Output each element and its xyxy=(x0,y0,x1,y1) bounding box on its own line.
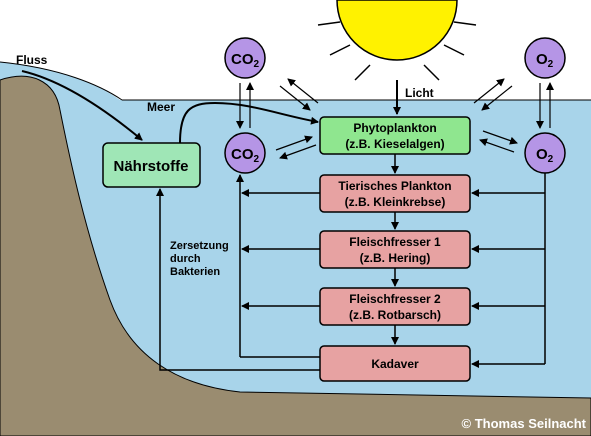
sun xyxy=(317,0,477,90)
nutrients-label: Nährstoffe xyxy=(113,158,188,175)
zooplankton-line2: (z.B. Kleinkrebse) xyxy=(345,195,446,209)
co2-release-lines xyxy=(236,174,320,358)
light-label: Licht xyxy=(405,86,434,100)
predator2-line2: (z.B. Rotbarsch) xyxy=(349,308,441,322)
decomposition-line1: Zersetzung xyxy=(170,240,229,252)
copyright: © Thomas Seilnacht xyxy=(462,416,587,431)
svg-text:O2: O2 xyxy=(536,146,554,165)
exchange-arrows xyxy=(236,78,554,160)
nutrients-to-phyto-arrow xyxy=(179,101,319,144)
river-water-line xyxy=(0,61,123,101)
carcass-box xyxy=(319,345,471,382)
sea-label: Meer xyxy=(147,100,175,114)
decomposition-line2: durch xyxy=(170,253,201,265)
nutrients-box xyxy=(102,142,201,188)
river-label: Fluss xyxy=(16,53,48,67)
ground xyxy=(0,75,591,436)
svg-text:O2: O2 xyxy=(536,51,554,70)
carcass-label: Kadaver xyxy=(371,357,419,371)
co2-air-molecule: CO2 xyxy=(224,37,266,79)
phytoplankton-line2: (z.B. Kieselalgen) xyxy=(345,137,444,151)
decomposition-arrow xyxy=(156,188,320,371)
zooplankton-line1: Tierisches Plankton xyxy=(338,179,451,193)
phytoplankton-line1: Phytoplankton xyxy=(353,121,436,135)
o2-consumption-lines xyxy=(471,173,546,368)
predator2-line1: Fleischfresser 2 xyxy=(349,292,441,306)
predator1-line1: Fleischfresser 1 xyxy=(349,235,441,249)
decomposition-line3: Bakterien xyxy=(170,266,220,278)
svg-text:CO2: CO2 xyxy=(231,146,260,165)
co2-water-molecule: CO2 xyxy=(224,132,266,174)
river-inflow-arrow xyxy=(21,70,143,141)
o2-water-molecule: O2 xyxy=(524,132,566,174)
o2-air-molecule: O2 xyxy=(524,37,566,79)
svg-text:CO2: CO2 xyxy=(231,51,260,70)
predator1-line2: (z.B. Hering) xyxy=(360,251,431,265)
